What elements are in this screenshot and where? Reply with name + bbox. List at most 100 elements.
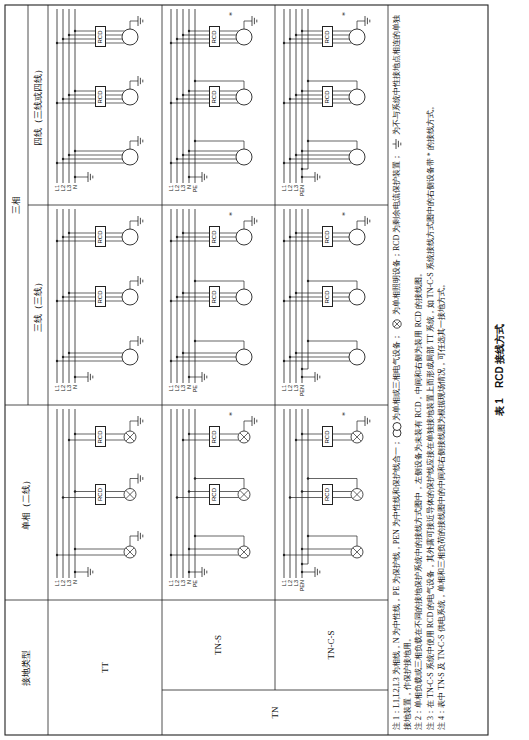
mark-star: * [341, 10, 350, 18]
ground-symbol [206, 376, 207, 379]
branch-wire [290, 357, 349, 358]
protective-wire [195, 341, 244, 342]
junction-dot [283, 554, 285, 556]
branch-wire [284, 361, 350, 362]
bus-line [290, 209, 291, 383]
lamp-symbol [124, 546, 136, 558]
rcd-box: RCD [322, 427, 333, 448]
junction-dot [194, 535, 196, 537]
rcd-label: RCD [324, 31, 330, 44]
protective-wire [130, 221, 138, 222]
rcd-label: RCD [211, 488, 217, 501]
wire-label: L1 [54, 580, 60, 599]
ground-symbol [206, 571, 207, 574]
ground-symbol [369, 20, 370, 23]
ground-wire [189, 177, 202, 178]
table-header: 四线（三线或四线） [28, 5, 48, 205]
junction-dot [307, 535, 309, 537]
branch-wire [296, 155, 349, 156]
ground-symbol [202, 172, 203, 182]
junction-dot [295, 34, 297, 36]
rcd-label: RCD [211, 231, 217, 244]
ground-symbol [142, 140, 143, 143]
junction-dot [74, 90, 76, 92]
branch-wire [57, 43, 125, 44]
bus-line [171, 209, 172, 383]
junction-dot [301, 376, 303, 378]
junction-dot [188, 571, 190, 573]
wire-label: L2 [60, 580, 66, 599]
table-rule [5, 405, 388, 406]
branch-wire [63, 99, 122, 100]
rcd-label: RCD [97, 231, 103, 244]
junction-dot [295, 232, 297, 234]
lamp-symbol [126, 548, 134, 556]
junction-dot [176, 38, 178, 40]
wire-label: PE [192, 185, 198, 204]
junction-dot [56, 162, 58, 164]
lamp-symbol [394, 321, 400, 327]
branch-wire [290, 159, 349, 160]
table-title: 表 1 RCD 接线方式 [492, 0, 508, 740]
lamp-symbol [126, 490, 134, 498]
junction-dot [68, 34, 70, 36]
junction-dot [283, 42, 285, 44]
protective-wire [357, 221, 358, 229]
branch-wire [63, 159, 122, 160]
equipment-symbol [393, 423, 401, 431]
junction-dot [68, 352, 70, 354]
ground-wire [189, 572, 202, 573]
note: 注 2：单相负载或三相负载在不同的接地保护系统中的接线方式图中，左侧设备为未装有… [414, 10, 425, 730]
equipment-symbol [349, 149, 365, 165]
ground-symbol [396, 139, 397, 149]
mark-star: * [228, 10, 237, 18]
mark-star: * [228, 210, 237, 218]
junction-dot [62, 356, 64, 358]
equipment-symbol [236, 349, 252, 365]
protective-wire [130, 21, 131, 29]
equipment-symbol [349, 89, 365, 105]
junction-dot [301, 368, 303, 370]
wire-label: N [186, 185, 192, 204]
junction-dot [188, 150, 190, 152]
junction-dot [307, 80, 309, 82]
equipment-symbol [349, 349, 365, 365]
wire-label: L1 [54, 385, 60, 404]
bus-line [63, 209, 64, 383]
branch-wire [171, 361, 237, 362]
wire-label: L3 [180, 580, 186, 599]
rcd-box: RCD [209, 484, 220, 505]
junction-dot [74, 150, 76, 152]
junction-dot [194, 477, 196, 479]
wire-label: L3 [180, 385, 186, 404]
bus-line [284, 209, 285, 383]
bus-line [290, 9, 291, 183]
bus-line [183, 9, 184, 183]
protective-wire [130, 281, 138, 282]
rcd-label: RCD [324, 291, 330, 304]
ground-symbol [315, 372, 316, 382]
ground-symbol [317, 174, 318, 180]
junction-dot [289, 236, 291, 238]
junction-dot [289, 38, 291, 40]
equipment-symbol [236, 229, 252, 245]
bus-line [177, 9, 178, 183]
table-header: 三相 [5, 5, 28, 405]
rcd-label: RCD [211, 291, 217, 304]
wire-label: L2 [174, 580, 180, 599]
protective-wire [357, 536, 358, 546]
branch-wire [284, 301, 350, 302]
equipment-symbol [122, 229, 138, 245]
wire-label: L3 [66, 185, 72, 204]
rcd-box: RCD [209, 87, 220, 108]
junction-dot [74, 376, 76, 378]
rcd-label: RCD [324, 431, 330, 444]
junction-dot [301, 571, 303, 573]
table-header: TN-S [162, 600, 275, 690]
protective-wire [244, 421, 245, 431]
ground-symbol [140, 78, 141, 84]
junction-dot [283, 240, 285, 242]
junction-dot [62, 38, 64, 40]
wire-label: L2 [174, 385, 180, 404]
